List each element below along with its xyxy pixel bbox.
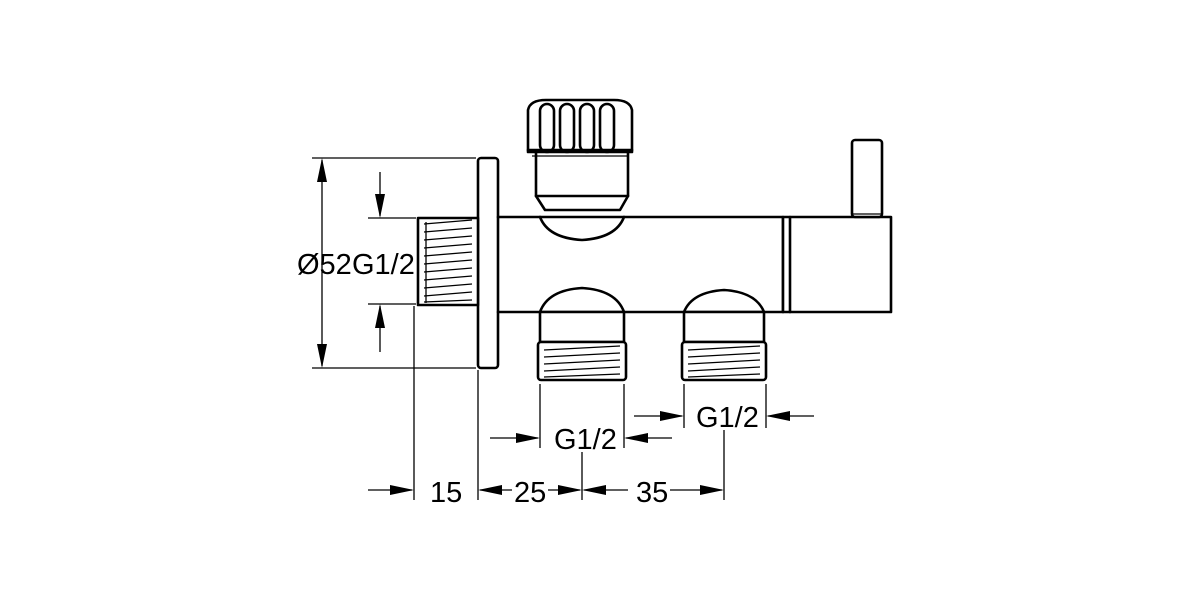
valve-body [496,215,785,314]
outlet-right [680,310,768,382]
lever-housing [781,138,893,314]
inlet-thread [416,216,480,307]
dimension-outlet-right [634,384,814,428]
flange-diameter-label: Ø52 [297,249,352,281]
offset-outlet-2-label: 35 [636,477,668,509]
handwheel [526,98,634,212]
outlet-left [536,310,628,382]
outlet-left-thread-label: G1/2 [554,424,617,456]
wall-flange [476,156,500,370]
inlet-thread-label: G1/2 [352,249,415,281]
dimension-outlet-left [490,384,672,448]
dimension-inlet-thread [368,172,416,352]
offset-wall-label: 15 [430,477,462,509]
offset-outlet-1-label: 25 [514,477,546,509]
outlet-right-thread-label: G1/2 [696,402,759,434]
dimension-flange-diameter [312,157,476,369]
dimension-offsets [368,306,725,500]
